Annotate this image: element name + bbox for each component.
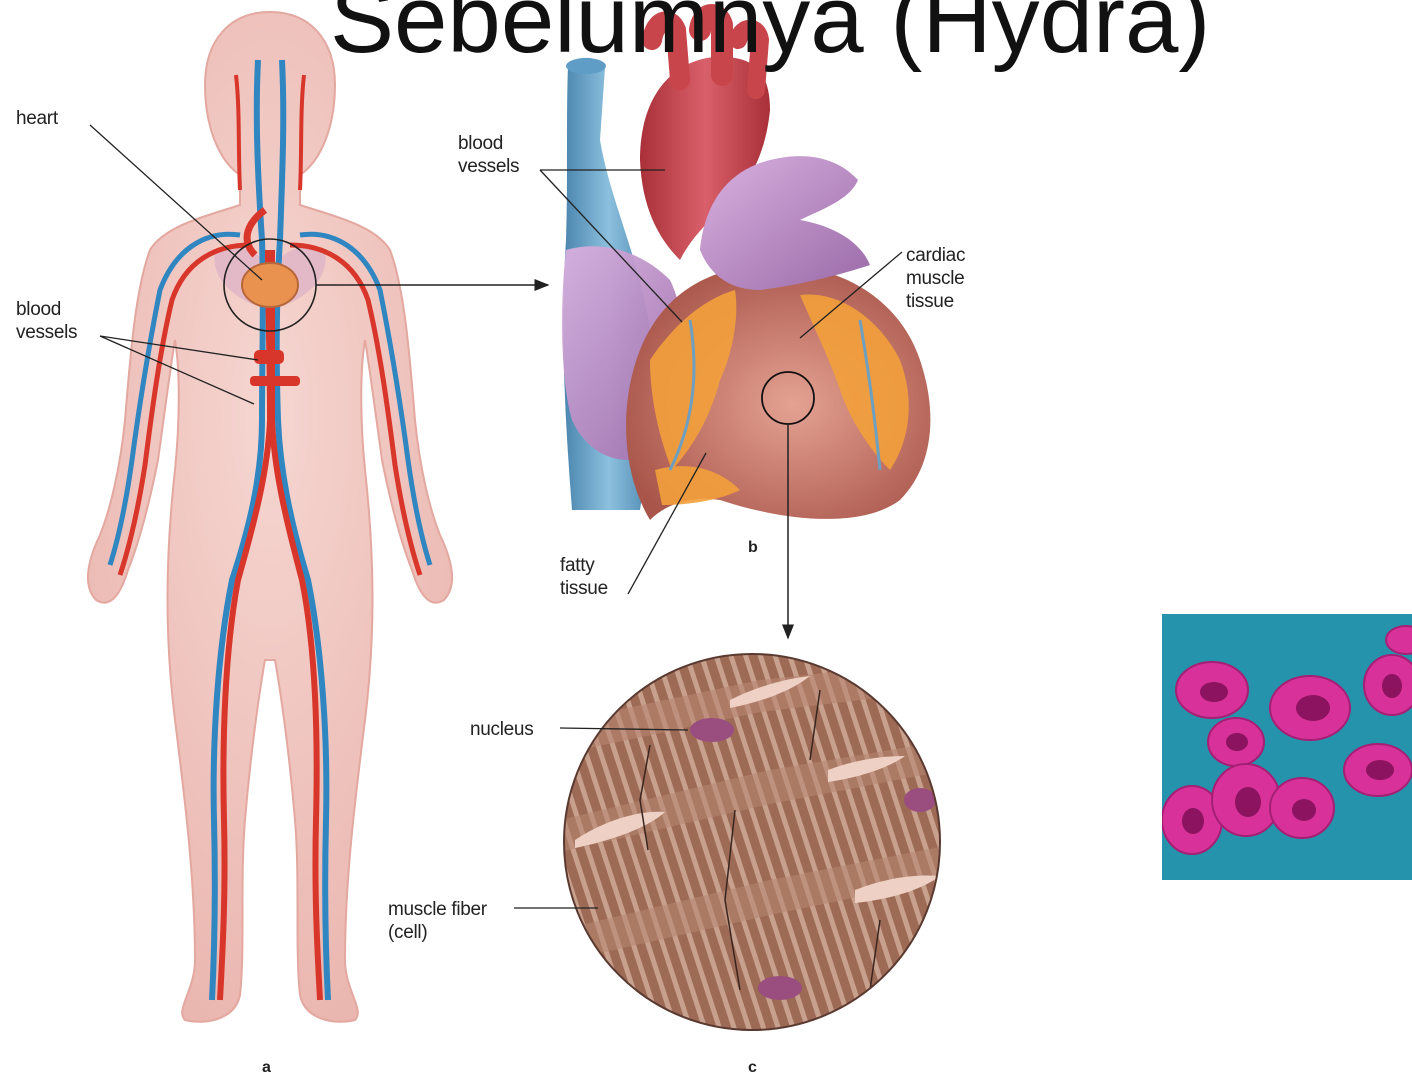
label-muscle-fiber: muscle fiber (cell) — [388, 898, 487, 944]
label-nucleus: nucleus — [470, 718, 533, 741]
panel-letter-b: b — [748, 536, 757, 559]
label-cardiac-muscle-tissue: cardiac muscle tissue — [906, 244, 965, 313]
heart-illustration — [562, 15, 930, 520]
slide-title: Sebelumnya (Hydra) — [330, 0, 1412, 80]
label-heart: heart — [16, 107, 58, 130]
cardiac-muscle-magnified-illustration — [560, 650, 950, 1034]
label-fatty-tissue: fatty tissue — [560, 554, 608, 600]
red-blood-cells-photo — [1162, 614, 1412, 880]
label-blood-vessels-b: blood vessels — [458, 132, 519, 178]
label-blood-vessels-a: blood vessels — [16, 298, 77, 344]
human-body-illustration — [88, 12, 452, 1022]
